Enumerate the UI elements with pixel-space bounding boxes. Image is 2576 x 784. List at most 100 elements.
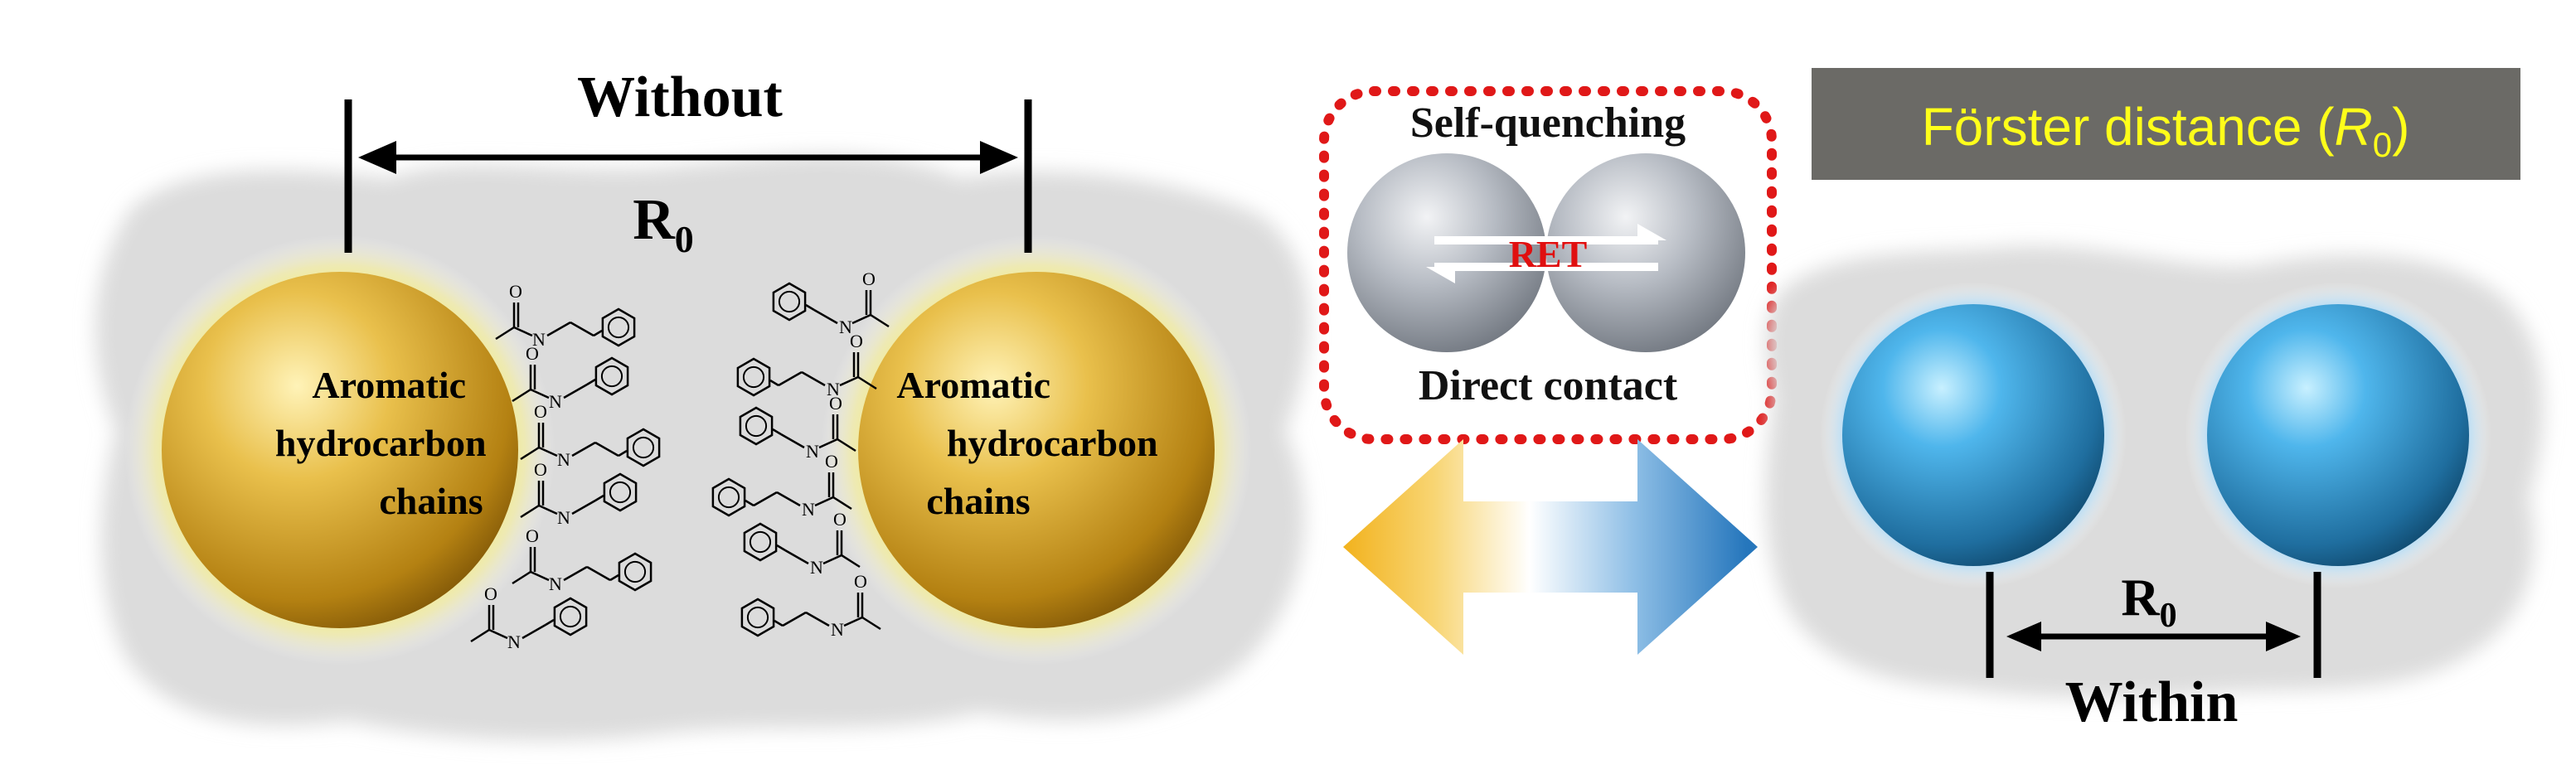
phenyl-group: [736, 357, 771, 397]
ring-bond: [586, 378, 596, 386]
alkyl-bond: [570, 321, 594, 337]
alkyl-bond: [563, 383, 588, 399]
benzene-ring: [740, 598, 775, 637]
left-particle: [162, 272, 518, 628]
ligand-right-1: ON: [736, 331, 877, 399]
forster-header-prefix: Förster distance (: [1922, 97, 2335, 157]
phenyl-group: [711, 477, 746, 517]
right-r0-main: R: [2121, 568, 2160, 627]
amide-bond: [488, 628, 508, 640]
ligand-left-5: ON: [470, 583, 588, 652]
phenyl-group: [553, 597, 588, 636]
forster-header-r: R: [2335, 97, 2373, 157]
amide-bond: [814, 496, 834, 507]
without-title: Without: [577, 65, 783, 129]
phenyl-group: [603, 472, 638, 512]
benzene-ring: [618, 552, 652, 592]
phenyl-group: [626, 428, 661, 467]
benzene-ring: [601, 307, 636, 347]
right-particle-b: [2207, 304, 2469, 566]
oxygen-atom: O: [534, 401, 547, 422]
alkyl-bond: [563, 565, 588, 582]
amide-bond: [530, 570, 550, 582]
ret-arrowhead-lower: [1426, 267, 1455, 283]
right-particle-label-line-1: Aromatic: [896, 364, 1050, 406]
surface-bond: [841, 554, 861, 569]
ring-bond: [776, 544, 786, 552]
within-label: Within: [2065, 670, 2239, 734]
alkyl-bond: [782, 611, 807, 627]
oxygen-atom: O: [526, 343, 539, 364]
right-r0-label: R0: [2121, 568, 2176, 635]
nitrogen-atom: N: [557, 449, 570, 470]
ligand-left-1: ON: [512, 343, 629, 412]
double-arrow: [1343, 439, 1758, 655]
benzene-aromatic-circle: [632, 436, 655, 459]
ring-bond: [769, 379, 779, 387]
left-panel: Aromatic hydrocarbon chains Aromatic hyd…: [95, 65, 1309, 741]
amide-bond: [839, 375, 859, 387]
surface-bond: [832, 496, 852, 511]
right-particle-label: Aromatic hydrocarbon chains: [896, 364, 1167, 522]
forster-header: Förster distance (R0): [1922, 97, 2410, 164]
oxygen-atom: O: [854, 571, 867, 592]
nitrogen-atom: N: [532, 329, 546, 350]
phenyl-group: [601, 307, 636, 347]
oxygen-atom: O: [484, 583, 497, 604]
surface-bond: [861, 616, 881, 631]
surface-bond: [837, 438, 856, 452]
benzene-ring: [743, 522, 778, 562]
left-distance-arrowhead-left: [358, 141, 396, 174]
ligand-left-3: ON: [520, 459, 638, 528]
benzene-ring: [739, 406, 774, 446]
ligand-right-4: ON: [743, 509, 861, 578]
surface-bond: [470, 628, 490, 643]
amide-bond: [851, 313, 871, 325]
surface-bond: [870, 313, 890, 328]
oxygen-atom: O: [850, 331, 863, 351]
surface-bond: [520, 504, 540, 519]
ring-bond: [618, 449, 628, 457]
oxygen-atom: O: [526, 525, 539, 546]
benzene-aromatic-circle: [742, 365, 765, 389]
surface-bond: [520, 446, 540, 461]
ligand-right-3: ON: [711, 451, 852, 520]
right-particle-a: [1842, 304, 2104, 566]
benzene-ring: [603, 472, 638, 512]
surface-bond: [512, 388, 531, 403]
alkyl-bond: [778, 370, 803, 387]
left-r0-label: R0: [633, 188, 694, 260]
ligand-left-2: ON: [520, 401, 661, 470]
alkyl-bond: [753, 491, 778, 507]
right-particle-label-line-2: hydrocarbon: [947, 422, 1158, 464]
benzene-aromatic-circle: [623, 560, 647, 583]
phenyl-group: [772, 282, 807, 322]
nitrogen-atom: N: [831, 619, 844, 640]
amide-bond: [538, 446, 558, 457]
ring-bond: [593, 329, 603, 337]
middle-panel: Self-quenching RET Direct contact: [1319, 86, 1777, 655]
benzene-aromatic-circle: [745, 414, 768, 438]
alkyl-bond: [813, 308, 838, 325]
alkyl-bond: [776, 491, 801, 507]
ligand-right-0: ON: [772, 269, 890, 337]
ligand-left-4: ON: [512, 525, 652, 594]
self-quenching-label: Self-quenching: [1410, 99, 1686, 147]
benzene-ring: [772, 282, 807, 322]
surface-bond: [857, 375, 877, 390]
oxygen-atom: O: [534, 459, 547, 480]
amide-bond: [822, 554, 842, 565]
benzene-ring: [736, 357, 771, 397]
nitrogen-atom: N: [549, 573, 562, 594]
phenyl-group: [739, 406, 774, 446]
ring-bond: [774, 619, 783, 627]
right-distance-arrowhead-left: [2006, 622, 2041, 651]
left-r0-main: R: [633, 188, 676, 252]
ring-bond: [594, 494, 604, 502]
benzene-aromatic-circle: [717, 486, 740, 509]
oxygen-atom: O: [862, 269, 876, 289]
alkyl-bond: [522, 623, 546, 640]
alkyl-bond: [586, 565, 611, 582]
